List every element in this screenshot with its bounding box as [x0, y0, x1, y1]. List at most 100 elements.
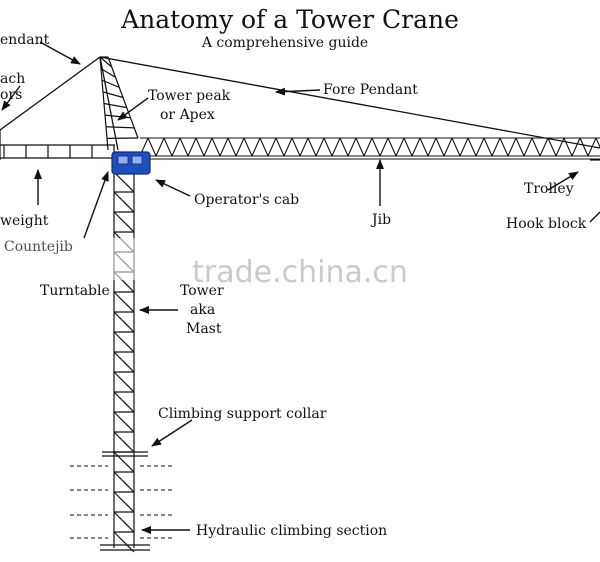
jib-brace	[475, 137, 485, 157]
mast-brace	[113, 471, 135, 493]
jib-brace	[523, 137, 533, 157]
operators-cab-shape	[111, 151, 151, 175]
apex-brace	[101, 79, 120, 88]
apex-rear-leg	[99, 56, 119, 151]
jib-brace	[387, 137, 397, 157]
label-rear-pendant: endant	[0, 32, 50, 48]
watermark-text: trade.china.cn	[192, 255, 408, 290]
arrow-operators-cab	[155, 179, 191, 197]
jib-brace	[571, 137, 581, 157]
mast-brace	[113, 511, 135, 533]
jib-brace	[187, 137, 197, 157]
arrow-winch	[1, 85, 21, 111]
label-winch-line2: ors	[0, 87, 22, 103]
jib-brace	[555, 137, 565, 157]
jib-brace	[427, 137, 437, 157]
label-tower-peak-line2: or Apex	[160, 107, 215, 123]
jib-brace	[291, 137, 301, 157]
pendant-cables	[0, 56, 600, 151]
arrow-tower-peak	[117, 97, 149, 121]
jib-brace	[443, 137, 453, 157]
jib-brace	[251, 137, 261, 157]
jib-brace	[267, 137, 277, 157]
jib-brace	[323, 137, 333, 157]
mast-brace	[113, 191, 135, 213]
fore-pendant-line	[99, 56, 600, 149]
label-tower-peak-line1: Tower peak	[148, 88, 231, 104]
jib-brace	[163, 137, 173, 157]
jib-brace	[403, 137, 413, 157]
apex-brace	[102, 91, 124, 99]
label-tower-line2: aka	[190, 302, 215, 318]
mast-brace	[113, 171, 135, 193]
jib-brace	[339, 137, 349, 157]
label-hook-block: Hook block	[506, 216, 587, 232]
watermark-band: trade.china.cn	[0, 238, 408, 290]
mast-brace	[113, 431, 135, 453]
jib-brace	[283, 137, 293, 157]
tower-peak	[99, 56, 139, 151]
arrow-fore-pendant	[275, 87, 321, 96]
jib-brace	[515, 137, 525, 157]
apex-brace	[103, 102, 127, 109]
jib-brace	[459, 137, 469, 157]
jib-brace	[395, 137, 405, 157]
label-jib: Jib	[370, 212, 391, 228]
jib-brace	[179, 137, 189, 157]
labels: endant ach ors Tower peak or Apex Fore P…	[0, 32, 587, 539]
jib-brace	[371, 137, 381, 157]
label-counterweight: weight	[0, 213, 49, 229]
jib-brace	[483, 137, 493, 157]
mast-brace	[113, 371, 135, 393]
jib-brace	[195, 137, 205, 157]
jib-brace	[411, 137, 421, 157]
label-counterjib: Countejib	[4, 239, 73, 255]
arrow-turntable	[83, 171, 109, 239]
jib-brace	[155, 137, 165, 157]
jib-brace	[203, 137, 213, 157]
mast-brace	[113, 411, 135, 433]
jib-brace	[547, 137, 557, 157]
mast-brace	[113, 451, 135, 473]
label-winch-line1: ach	[0, 71, 25, 87]
label-tower-line3: Mast	[186, 321, 222, 337]
mast-brace	[113, 331, 135, 353]
mast-brace	[113, 351, 135, 373]
jib-brace	[331, 137, 341, 157]
jib-brace	[451, 137, 461, 157]
jib-brace	[467, 137, 477, 157]
floor-levels	[70, 465, 175, 539]
label-tower-line1: Tower	[180, 283, 224, 299]
arrow-climbing-collar	[151, 419, 193, 447]
label-hydraulic-section: Hydraulic climbing section	[196, 523, 387, 539]
arrow-trolley	[547, 171, 579, 191]
page-title: Anatomy of a Tower Crane	[120, 5, 459, 34]
jib-brace	[355, 137, 365, 157]
mast-brace	[113, 291, 135, 313]
jib-brace	[491, 137, 501, 157]
label-turntable: Turntable	[40, 283, 110, 299]
jib-lattice	[139, 137, 600, 160]
jib-brace	[531, 137, 541, 157]
mast-brace	[113, 531, 135, 553]
mast-brace	[113, 491, 135, 513]
jib-brace	[219, 137, 229, 157]
jib-brace	[307, 137, 317, 157]
callout-arrows	[1, 41, 600, 534]
jib-brace	[419, 137, 429, 157]
mast-brace	[113, 311, 135, 333]
apex-brace	[100, 68, 116, 78]
mast-brace	[113, 391, 135, 413]
page-subtitle: A comprehensive guide	[201, 35, 368, 51]
label-operators-cab: Operator's cab	[194, 192, 299, 208]
label-fore-pendant: Fore Pendant	[323, 82, 418, 98]
jib-brace	[315, 137, 325, 157]
jib-brace	[435, 137, 445, 157]
jib-brace	[171, 137, 181, 157]
rear-pendant-line	[0, 56, 101, 131]
apex-brace	[99, 56, 113, 68]
apex-brace	[104, 114, 131, 119]
jib-brace	[259, 137, 269, 157]
